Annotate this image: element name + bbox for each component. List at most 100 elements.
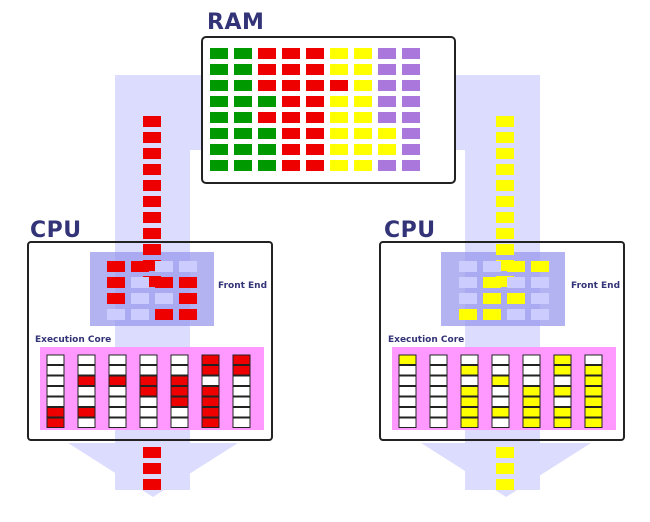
- right-stream-cell: [496, 164, 514, 175]
- left-exec-slot: [46, 396, 65, 407]
- left-stream-cell: [143, 228, 161, 239]
- ram-cell: [354, 160, 372, 171]
- ram-cell: [234, 128, 252, 139]
- ram-cell: [402, 64, 420, 75]
- right-exec-slot: [491, 396, 510, 407]
- right-exec-slot: [398, 386, 417, 397]
- right-stream-cell: [496, 228, 514, 239]
- right-stream-cell: [496, 212, 514, 223]
- left-front-end-cell: [155, 293, 173, 304]
- right-front-end-cell: [531, 309, 549, 320]
- ram-cell: [330, 112, 348, 123]
- ram-cell: [330, 128, 348, 139]
- left-exec-slot: [139, 396, 158, 407]
- right-exec-slot: [491, 365, 510, 376]
- right-exec-slot: [584, 396, 603, 407]
- left-exec-slot: [108, 354, 127, 365]
- ram-cell: [210, 48, 228, 59]
- ram-cell: [330, 80, 348, 91]
- left-front-end-cell: [131, 309, 149, 320]
- left-stream-cell: [143, 196, 161, 207]
- right-front-end-cell: [507, 277, 525, 288]
- data-cells: [46, 48, 603, 490]
- ram-cell: [210, 96, 228, 107]
- ram-cell: [306, 112, 324, 123]
- ram-cell: [330, 64, 348, 75]
- right-exec-slot: [522, 417, 541, 428]
- left-exec-slot: [170, 407, 189, 418]
- left-exec-slot: [201, 417, 220, 428]
- right-front-end-label: Front End: [571, 281, 621, 291]
- left-exec-slot: [77, 417, 96, 428]
- right-front-end-cell: [531, 261, 549, 272]
- right-exec-slot: [429, 417, 448, 428]
- left-exec-slot: [201, 375, 220, 386]
- ram-cell: [282, 144, 300, 155]
- right-exec-slot: [584, 407, 603, 418]
- left-execution-core-label: Execution Core: [35, 335, 112, 345]
- right-front-end-cell: [507, 261, 525, 272]
- left-exec-slot: [108, 386, 127, 397]
- left-exec-slot: [77, 375, 96, 386]
- ram-cell: [234, 112, 252, 123]
- ram-cell: [282, 112, 300, 123]
- ram-cell: [210, 112, 228, 123]
- ram-cell: [378, 160, 396, 171]
- ram-cell: [210, 144, 228, 155]
- ram-cell: [402, 112, 420, 123]
- right-front-end-cell: [507, 293, 525, 304]
- right-exec-slot: [553, 417, 572, 428]
- right-exec-slot: [491, 386, 510, 397]
- left-exec-slot: [139, 375, 158, 386]
- left-exec-slot: [232, 375, 251, 386]
- left-exec-slot: [46, 354, 65, 365]
- right-exec-slot: [522, 354, 541, 365]
- ram-cell: [354, 64, 372, 75]
- left-stream-cell: [143, 116, 161, 127]
- left-exec-slot: [77, 407, 96, 418]
- right-stream-out-cell: [496, 447, 514, 458]
- right-exec-slot: [429, 365, 448, 376]
- ram-cell: [378, 96, 396, 107]
- left-exec-slot: [46, 365, 65, 376]
- right-front-end-cell: [483, 309, 501, 320]
- ram-cell: [234, 64, 252, 75]
- left-stream-cell: [143, 244, 161, 255]
- left-exec-slot: [170, 354, 189, 365]
- left-exec-slot: [77, 396, 96, 407]
- right-stream-out-cell: [496, 479, 514, 490]
- ram-cell: [306, 128, 324, 139]
- left-stream-cell: [143, 180, 161, 191]
- right-exec-slot: [429, 354, 448, 365]
- left-front-end-cell: [179, 309, 197, 320]
- left-stream-out-cell: [143, 447, 161, 458]
- left-exec-slot: [46, 407, 65, 418]
- right-exec-slot: [491, 375, 510, 386]
- right-exec-slot: [491, 354, 510, 365]
- right-front-end-cell: [507, 309, 525, 320]
- right-exec-slot: [460, 407, 479, 418]
- ram-cell: [282, 160, 300, 171]
- left-exec-slot: [46, 417, 65, 428]
- left-exec-slot: [170, 386, 189, 397]
- right-exec-slot: [553, 375, 572, 386]
- left-exec-slot: [108, 396, 127, 407]
- left-front-end-cell: [155, 261, 173, 272]
- left-front-end-cell: [107, 277, 125, 288]
- ram-cell: [282, 64, 300, 75]
- ram-cell: [234, 96, 252, 107]
- right-stream-out-cell: [496, 463, 514, 474]
- left-exec-slot: [201, 354, 220, 365]
- left-exec-slot: [77, 386, 96, 397]
- left-front-end-cell: [131, 261, 149, 272]
- left-exec-slot: [170, 375, 189, 386]
- left-front-end-cell: [155, 309, 173, 320]
- right-exec-slot: [460, 396, 479, 407]
- left-exec-slot: [77, 354, 96, 365]
- ram-cell: [306, 144, 324, 155]
- ram-cell: [354, 96, 372, 107]
- ram-cell: [330, 160, 348, 171]
- right-stream-cell: [496, 116, 514, 127]
- left-exec-slot: [232, 417, 251, 428]
